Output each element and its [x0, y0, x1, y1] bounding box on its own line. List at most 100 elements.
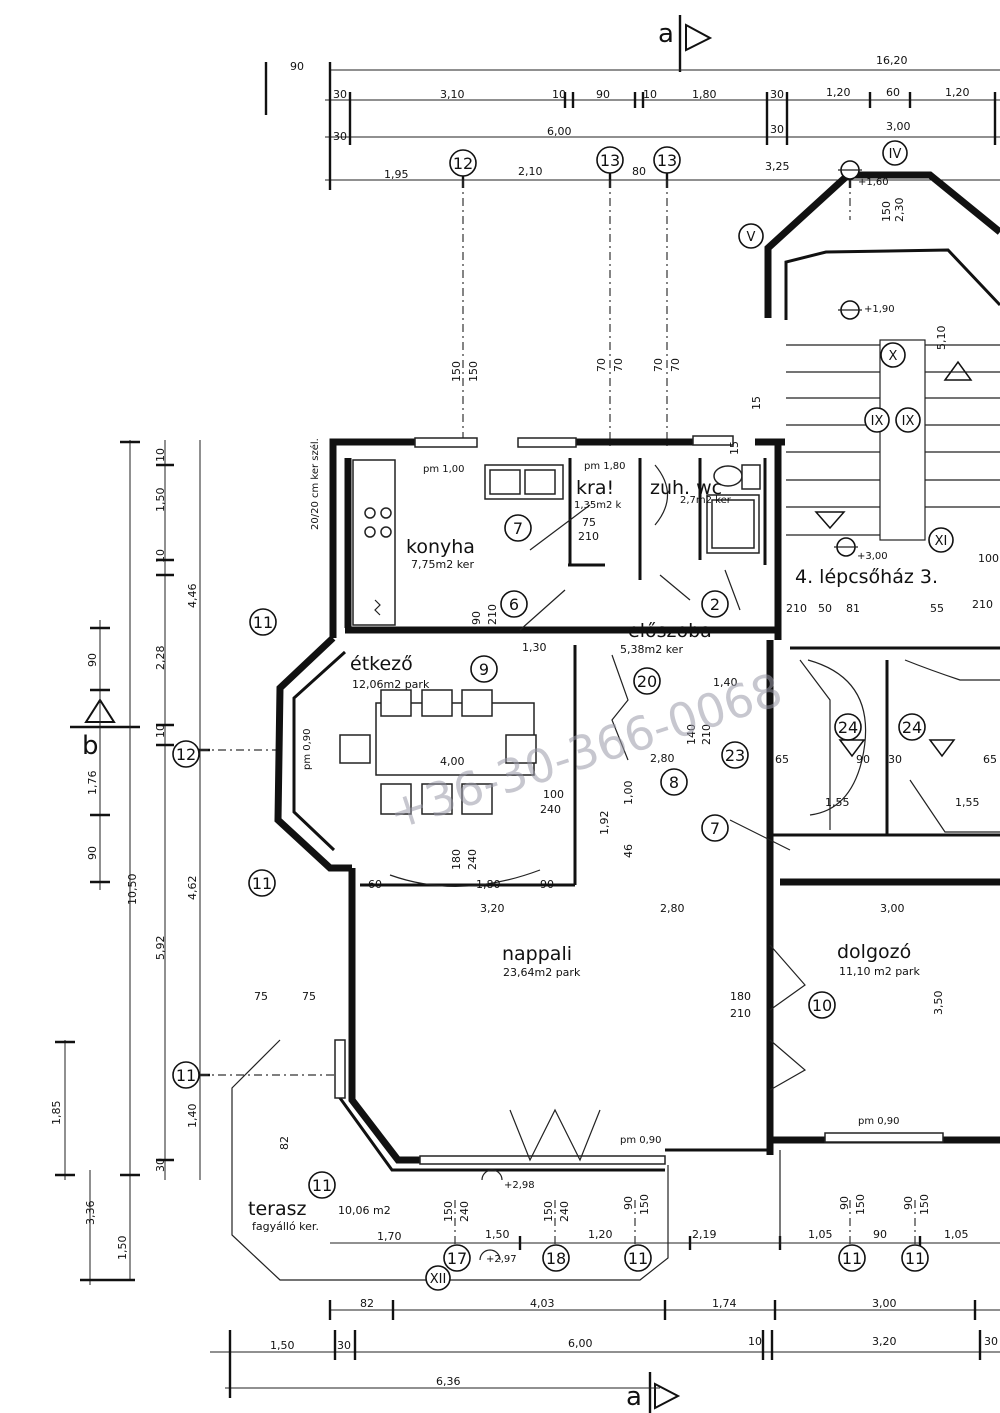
room-name-nappali: nappali — [502, 943, 572, 965]
room-name-terasz: terasz — [248, 1198, 306, 1220]
dim-label: 1,40 — [713, 676, 738, 689]
grid-bubble-label: 20 — [637, 672, 657, 691]
grid-bubble: 11 — [624, 1244, 652, 1272]
sill-label: pm 1,00 — [423, 464, 465, 475]
grid-bubble-circle — [504, 514, 532, 542]
dim-label: 210 — [972, 598, 993, 611]
dim-label: 150 — [450, 361, 463, 382]
dim-label: 1,20 — [588, 1228, 613, 1241]
dim-label: 5,92 — [154, 936, 167, 961]
grid-bubble-circle — [596, 146, 624, 174]
dim-label: 16,20 — [876, 54, 908, 67]
sill-label: pm 0,90 — [620, 1135, 662, 1146]
dim-label: 1,80 — [476, 878, 501, 891]
dim-label: 65 — [983, 753, 997, 766]
grid-bubble-circle — [721, 741, 749, 769]
grid-bubble-circle — [470, 655, 498, 683]
grid-bubble: 11 — [901, 1244, 929, 1272]
grid-bubble: 13 — [596, 146, 624, 174]
grid-axis-label: XI — [935, 534, 948, 549]
grid-bubble-label: 6 — [509, 595, 519, 614]
grid-bubble: 24 — [898, 713, 926, 741]
dim-label: 3,20 — [480, 902, 505, 915]
dim-label: 90 — [596, 88, 610, 101]
grid-bubble-circle — [898, 713, 926, 741]
grid-axis-circle — [425, 1265, 451, 1291]
grid-bubble-label: 8 — [669, 773, 679, 792]
dim-label: 5,10 — [935, 326, 948, 351]
grid-axis-marker: X — [880, 342, 906, 368]
grid-bubble-circle — [633, 667, 661, 695]
grid-axis-circle — [738, 223, 764, 249]
grid-bubble-circle — [249, 608, 277, 636]
grid-bubble: 13 — [653, 146, 681, 174]
dim-label: 90 — [470, 611, 483, 625]
dim-label: 80 — [632, 165, 646, 178]
grid-bubble-label: 12 — [453, 154, 473, 173]
grid-bubble: 11 — [249, 608, 277, 636]
dining-furniture — [339, 689, 537, 815]
room-name-zuhanyzo: zuh. wc — [650, 477, 722, 499]
dim-label: 60 — [368, 878, 382, 891]
dim-label: 2,80 — [660, 902, 685, 915]
room-name-etkezo: étkező — [350, 653, 413, 675]
dim-label: 6,00 — [547, 125, 572, 138]
dim-label: 90 — [856, 753, 870, 766]
room-area-dolgozo: 11,10 m2 park — [839, 965, 920, 978]
dim-label: 1,05 — [944, 1228, 969, 1241]
left-dimension-lines — [55, 440, 210, 1285]
dim-label: 1,50 — [485, 1228, 510, 1241]
dim-label: 3,00 — [880, 902, 905, 915]
dim-label: 30 — [888, 753, 902, 766]
dim-label: 65 — [775, 753, 789, 766]
dim-label: 55 — [930, 602, 944, 615]
grid-bubble-label: 10 — [812, 996, 832, 1015]
dim-label: 90 — [838, 1196, 851, 1210]
dim-label: 90 — [86, 653, 99, 667]
grid-bubble-circle — [653, 146, 681, 174]
grid-bubble: 24 — [834, 713, 862, 741]
dim-label: 90 — [622, 1196, 635, 1210]
grid-bubble-label: 7 — [513, 519, 523, 538]
level-markers — [479, 160, 973, 1261]
dim-label: 6,00 — [568, 1337, 593, 1350]
dim-label: 30 — [984, 1335, 998, 1348]
bathroom-fixtures — [654, 464, 761, 554]
grid-bubble-circle — [808, 991, 836, 1019]
grid-bubble-circle — [500, 590, 528, 618]
grid-bubble-circle — [248, 869, 276, 897]
grid-bubble: 9 — [470, 655, 498, 683]
dim-label: 3,36 — [84, 1201, 97, 1226]
sill-label: pm 0,90 — [302, 728, 313, 770]
dim-label: 50 — [818, 602, 832, 615]
dim-label: 30 — [337, 1339, 351, 1352]
dim-label: 1,50 — [116, 1236, 129, 1261]
grid-bubble: 20 — [633, 667, 661, 695]
dim-label: 15 — [728, 441, 741, 455]
grid-bubble-circle — [443, 1244, 471, 1272]
grid-bubble-label: 11 — [842, 1249, 862, 1268]
grid-axis-circle — [864, 407, 890, 433]
dim-label: 10 — [552, 88, 566, 101]
dim-label: 150 — [854, 1194, 867, 1215]
dim-label: 1,92 — [598, 811, 611, 836]
grid-axis-label: V — [747, 230, 756, 245]
interior-dimension-labels: 4,00 3,20 2,80 3,00 60 1,80 90 1,30 1,40… — [254, 177, 999, 1265]
dim-label: 2,19 — [692, 1228, 717, 1241]
dim-label: 70 — [595, 358, 608, 372]
dim-label: 1,55 — [955, 796, 980, 809]
dim-label: 3,00 — [872, 1297, 897, 1310]
dim-label: 2,30 — [893, 198, 906, 223]
dim-label: 75 — [302, 990, 316, 1003]
room-area-eloszoba: 5,38m2 ker — [620, 643, 683, 656]
room-area-konyha: 7,75m2 ker — [411, 558, 474, 571]
dim-label: 82 — [360, 1297, 374, 1310]
dim-label: 70 — [669, 358, 682, 372]
section-mark-bottom: a — [626, 1372, 681, 1413]
dim-label: 210 — [700, 724, 713, 745]
grid-bubble: 11 — [838, 1244, 866, 1272]
grid-bubble: 12 — [172, 740, 200, 768]
kitchen-fixtures — [352, 459, 564, 626]
grid-axis-lines — [200, 180, 916, 1270]
grid-bubble-label: 11 — [628, 1249, 648, 1268]
